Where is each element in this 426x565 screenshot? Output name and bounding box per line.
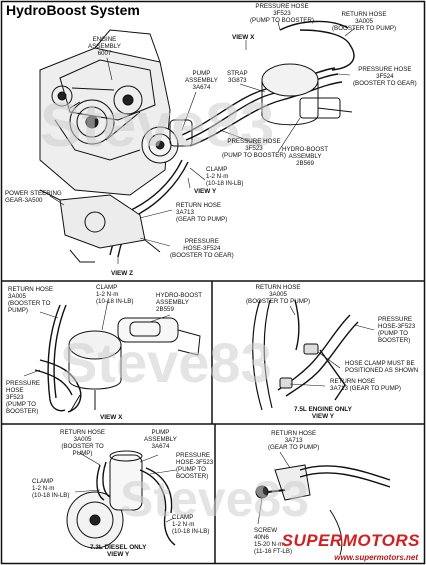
brand-url[interactable]: www.supermotors.net — [334, 553, 418, 562]
diesel-pump — [66, 450, 143, 549]
leader-lines-top — [49, 21, 356, 264]
label-y-return-gear: RETURN HOSE 3A713 (GEAR TO PUMP) — [330, 378, 401, 392]
label-y-return-hose: RETURN HOSE 3A005 (BOOSTER TO PUMP) — [246, 284, 311, 305]
label-d-pump-assembly: PUMP ASSEMBLY 3A674 — [144, 429, 177, 450]
label-view-x: VIEW X — [232, 34, 255, 41]
label-power-steering-gear: POWER STEERING GEAR-3A500 — [5, 190, 62, 204]
label-x-return-hose: RETURN HOSE 3A005 (BOOSTER TO PUMP) — [8, 286, 54, 314]
hydroboost-top — [261, 63, 353, 126]
engine-block — [39, 29, 171, 196]
view-x-hoses — [34, 304, 82, 413]
label-pressure-hose-top: PRESSURE HOSE 3F523 (PUMP TO BOOSTER) — [250, 3, 314, 24]
label-x-view: VIEW X — [100, 414, 123, 421]
page-title: HydroBoost System — [6, 2, 140, 18]
pulleys — [51, 85, 143, 145]
label-d-return-hose: RETURN HOSE 3A005 (BOOSTER TO PUMP) — [60, 429, 106, 457]
label-pump-assembly: PUMP ASSEMBLY 3A674 — [185, 70, 218, 91]
screw-bracket — [274, 464, 391, 556]
view-x-hydroboost — [68, 317, 201, 413]
view-x-leaders — [23, 299, 171, 377]
label-view-y-top: VIEW Y — [194, 188, 217, 195]
view-y-clamp — [279, 343, 319, 389]
view-y-leaders — [289, 305, 375, 387]
label-d-pressure-hose: PRESSURE HOSE-3F523 (PUMP TO BOOSTER) — [176, 452, 214, 480]
steering-gear-top — [39, 189, 161, 263]
label-engine-assembly: ENGINE ASSEMBLY 6007 — [88, 36, 121, 57]
label-view-z: VIEW Z — [111, 270, 134, 277]
label-pressure-hose-bottom: PRESSURE HOSE-3F524 (BOOSTER TO GEAR) — [170, 238, 234, 259]
label-x-clamp: CLAMP 1-2 N·m (10-18 IN-LB) — [96, 284, 134, 305]
diesel-hoses — [96, 461, 176, 546]
label-s-return-hose: RETURN HOSE 3A713 (GEAR TO PUMP) — [268, 430, 320, 451]
label-pressure-hose-gear: PRESSURE HOSE 3F524 (BOOSTER TO GEAR) — [353, 66, 417, 87]
ps-pump-top — [141, 119, 193, 164]
label-return-hose-gear: RETURN HOSE 3A713 (GEAR TO PUMP) — [176, 202, 228, 223]
label-d-clamp-left: CLAMP 1-2 N·m (10-18 IN-LB) — [32, 478, 70, 499]
diesel-leaders — [74, 451, 177, 523]
label-hydroboost-assembly: HYDRO-BOOST ASSEMBLY 2B569 — [282, 146, 329, 167]
label-y-pressure-hose: PRESSURE HOSE-3F523 (PUMP TO BOOSTER) — [378, 316, 416, 344]
label-d-clamp-right: CLAMP 1-2 N·m (10-18 IN-LB) — [172, 514, 210, 535]
view-y-frame-rail — [252, 299, 273, 411]
label-pressure-hose-mid: PRESSURE HOSE 3F523 (PUMP TO BOOSTER) — [222, 138, 286, 159]
label-d-view: 7.3L DIESEL ONLY VIEW Y — [90, 544, 147, 558]
label-clamp-top: CLAMP 1-2 N·m (10-18 IN-LB) — [206, 166, 244, 187]
label-y-view: 7.5L ENGINE ONLY VIEW Y — [294, 406, 352, 420]
label-y-clamp-note: HOSE CLAMP MUST BE POSITIONED AS SHOWN — [345, 360, 419, 374]
label-return-hose-top: RETURN HOSE 3A005 (BOOSTER TO PUMP) — [332, 11, 397, 32]
label-strap: STRAP 3G873 — [227, 70, 248, 84]
label-s-screw: SCREW 40N6 15-20 N·m (11-16 FT-LB) — [254, 527, 293, 555]
label-x-hydroboost: HYDRO-BOOST ASSEMBLY 2B559 — [156, 292, 203, 313]
screw-leaders — [257, 451, 291, 525]
label-x-pressure-hose: PRESSURE HOSE 3F523 (PUMP TO BOOSTER) — [6, 380, 41, 415]
brand-logo: SUPERMOTORS — [281, 531, 420, 550]
